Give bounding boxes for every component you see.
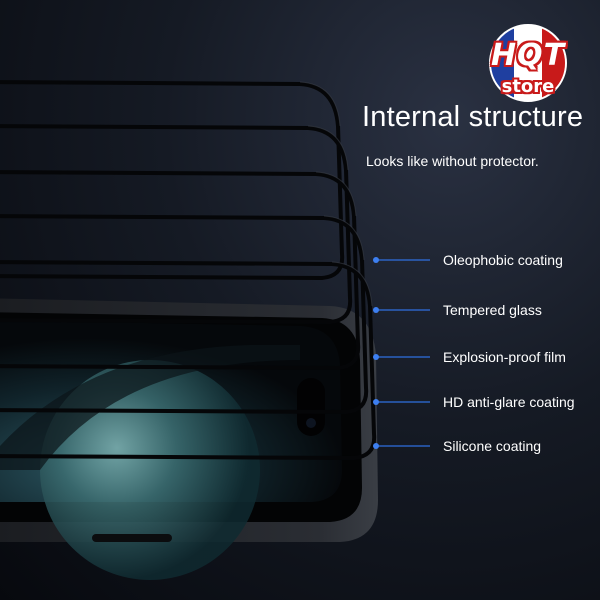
layer-label-tempered-glass: Tempered glass [443, 302, 542, 318]
pointer-dot-5 [373, 443, 379, 449]
layer-outline-2 [0, 124, 353, 325]
pointer-lines [373, 257, 430, 449]
layer-label-oleophobic: Oleophobic coating [443, 252, 563, 268]
pointer-dot-3 [373, 354, 379, 360]
layer-outline-5 [0, 260, 377, 461]
page-subtitle: Looks like without protector. [366, 153, 539, 169]
phone [0, 298, 378, 580]
pointer-dot-4 [373, 399, 379, 405]
store-logo-badge [489, 24, 567, 102]
layer-outlines [0, 80, 377, 461]
store-logo-line1: HQT [490, 38, 566, 73]
pointer-dot-2 [373, 307, 379, 313]
store-logo: HQT store [474, 18, 582, 108]
dynamic-island [297, 378, 325, 436]
layer-outline-1 [0, 80, 345, 281]
side-button [92, 534, 172, 542]
pointer-dot-1 [373, 257, 379, 263]
camera-dot [306, 418, 316, 428]
store-logo-line2: store [501, 76, 555, 97]
layer-outline-4 [0, 214, 369, 415]
page-title: Internal structure [362, 101, 584, 133]
layer-label-silicone: Silicone coating [443, 438, 542, 454]
layer-label-explosion-proof: Explosion-proof film [443, 349, 566, 365]
layer-label-anti-glare: HD anti-glare coating [443, 394, 575, 410]
layer-outline-3 [0, 170, 361, 371]
